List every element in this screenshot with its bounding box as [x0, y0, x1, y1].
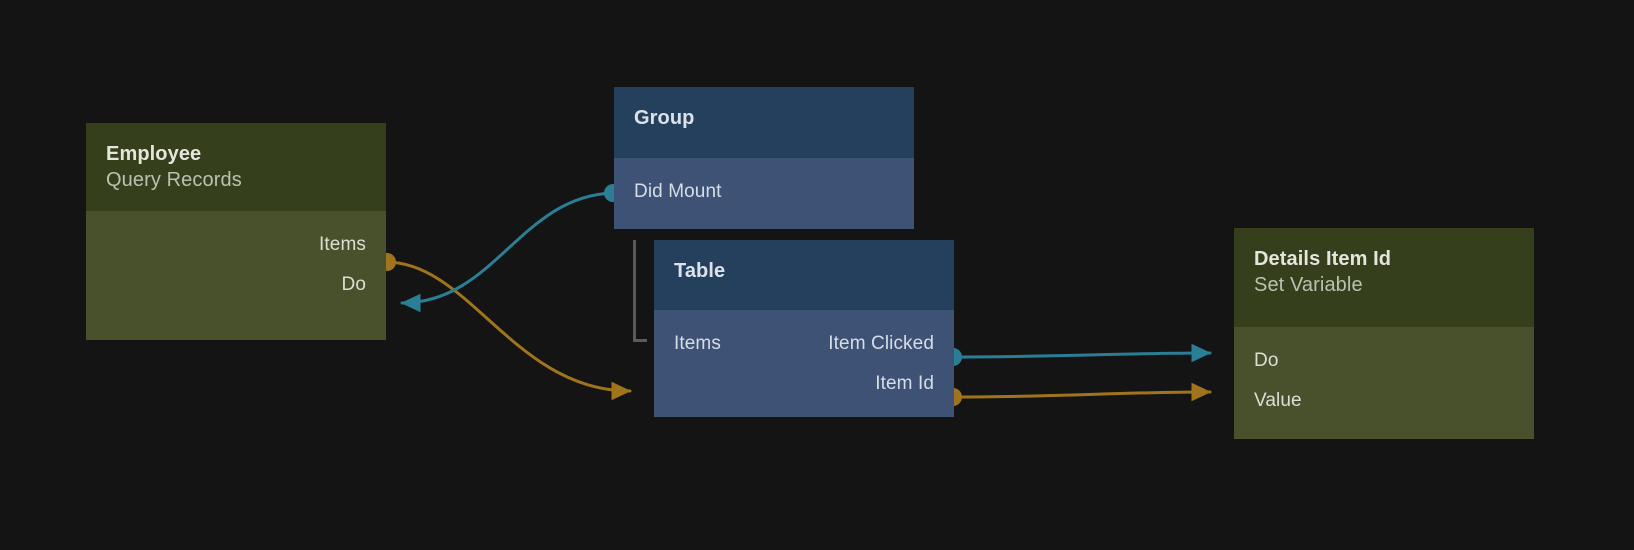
- output-port-do[interactable]: Do: [341, 274, 366, 295]
- group-containment-bracket: [633, 240, 647, 342]
- node-header-table[interactable]: Table: [654, 240, 954, 310]
- output-port-items[interactable]: Items: [319, 234, 366, 255]
- edge-employee-items-to-table-items[interactable]: [385, 260, 632, 401]
- input-port-did-mount[interactable]: Did Mount: [634, 181, 722, 202]
- port-row: Value: [1254, 381, 1514, 421]
- port-spacer: [889, 172, 894, 212]
- node-title-details-item-id: Details Item Id: [1254, 248, 1392, 270]
- output-port-item-clicked[interactable]: Item Clicked: [828, 333, 934, 354]
- port-row: Do: [1254, 341, 1514, 381]
- port-spacer: [106, 265, 111, 305]
- node-title-employee: Employee: [106, 143, 202, 165]
- port-row: Items Item Clicked: [674, 324, 934, 364]
- input-port-items[interactable]: Items: [674, 333, 721, 354]
- port-row: Did Mount: [634, 172, 894, 212]
- node-body-employee: Items Do: [86, 211, 386, 340]
- output-port-item-id[interactable]: Item Id: [875, 373, 934, 394]
- node-header-group[interactable]: Group: [614, 87, 914, 158]
- node-subtitle-details-item-id: Set Variable: [1254, 274, 1363, 296]
- port-row: Item Id: [674, 364, 934, 404]
- node-body-table: Items Item Clicked Item Id: [654, 310, 954, 417]
- node-header-details-item-id[interactable]: Details Item Id Set Variable: [1234, 228, 1534, 327]
- port-row: Do: [106, 265, 366, 305]
- node-subtitle-employee: Query Records: [106, 169, 242, 191]
- input-port-value[interactable]: Value: [1254, 390, 1302, 411]
- input-port-do[interactable]: Do: [1254, 350, 1279, 371]
- port-spacer: [106, 225, 111, 265]
- port-spacer: [674, 364, 679, 404]
- node-body-details-item-id: Do Value: [1234, 327, 1534, 439]
- node-body-group: Did Mount: [614, 158, 914, 229]
- edge-table-itemclicked-to-details-do[interactable]: [951, 343, 1212, 363]
- node-title-table: Table: [674, 260, 726, 282]
- port-row: Items: [106, 225, 366, 265]
- node-title-group: Group: [634, 107, 695, 129]
- edge-group-didmount-to-employee-do[interactable]: [400, 191, 615, 313]
- edge-table-itemid-to-details-value[interactable]: [951, 382, 1212, 402]
- port-spacer: [1509, 381, 1514, 421]
- port-spacer: [1509, 341, 1514, 381]
